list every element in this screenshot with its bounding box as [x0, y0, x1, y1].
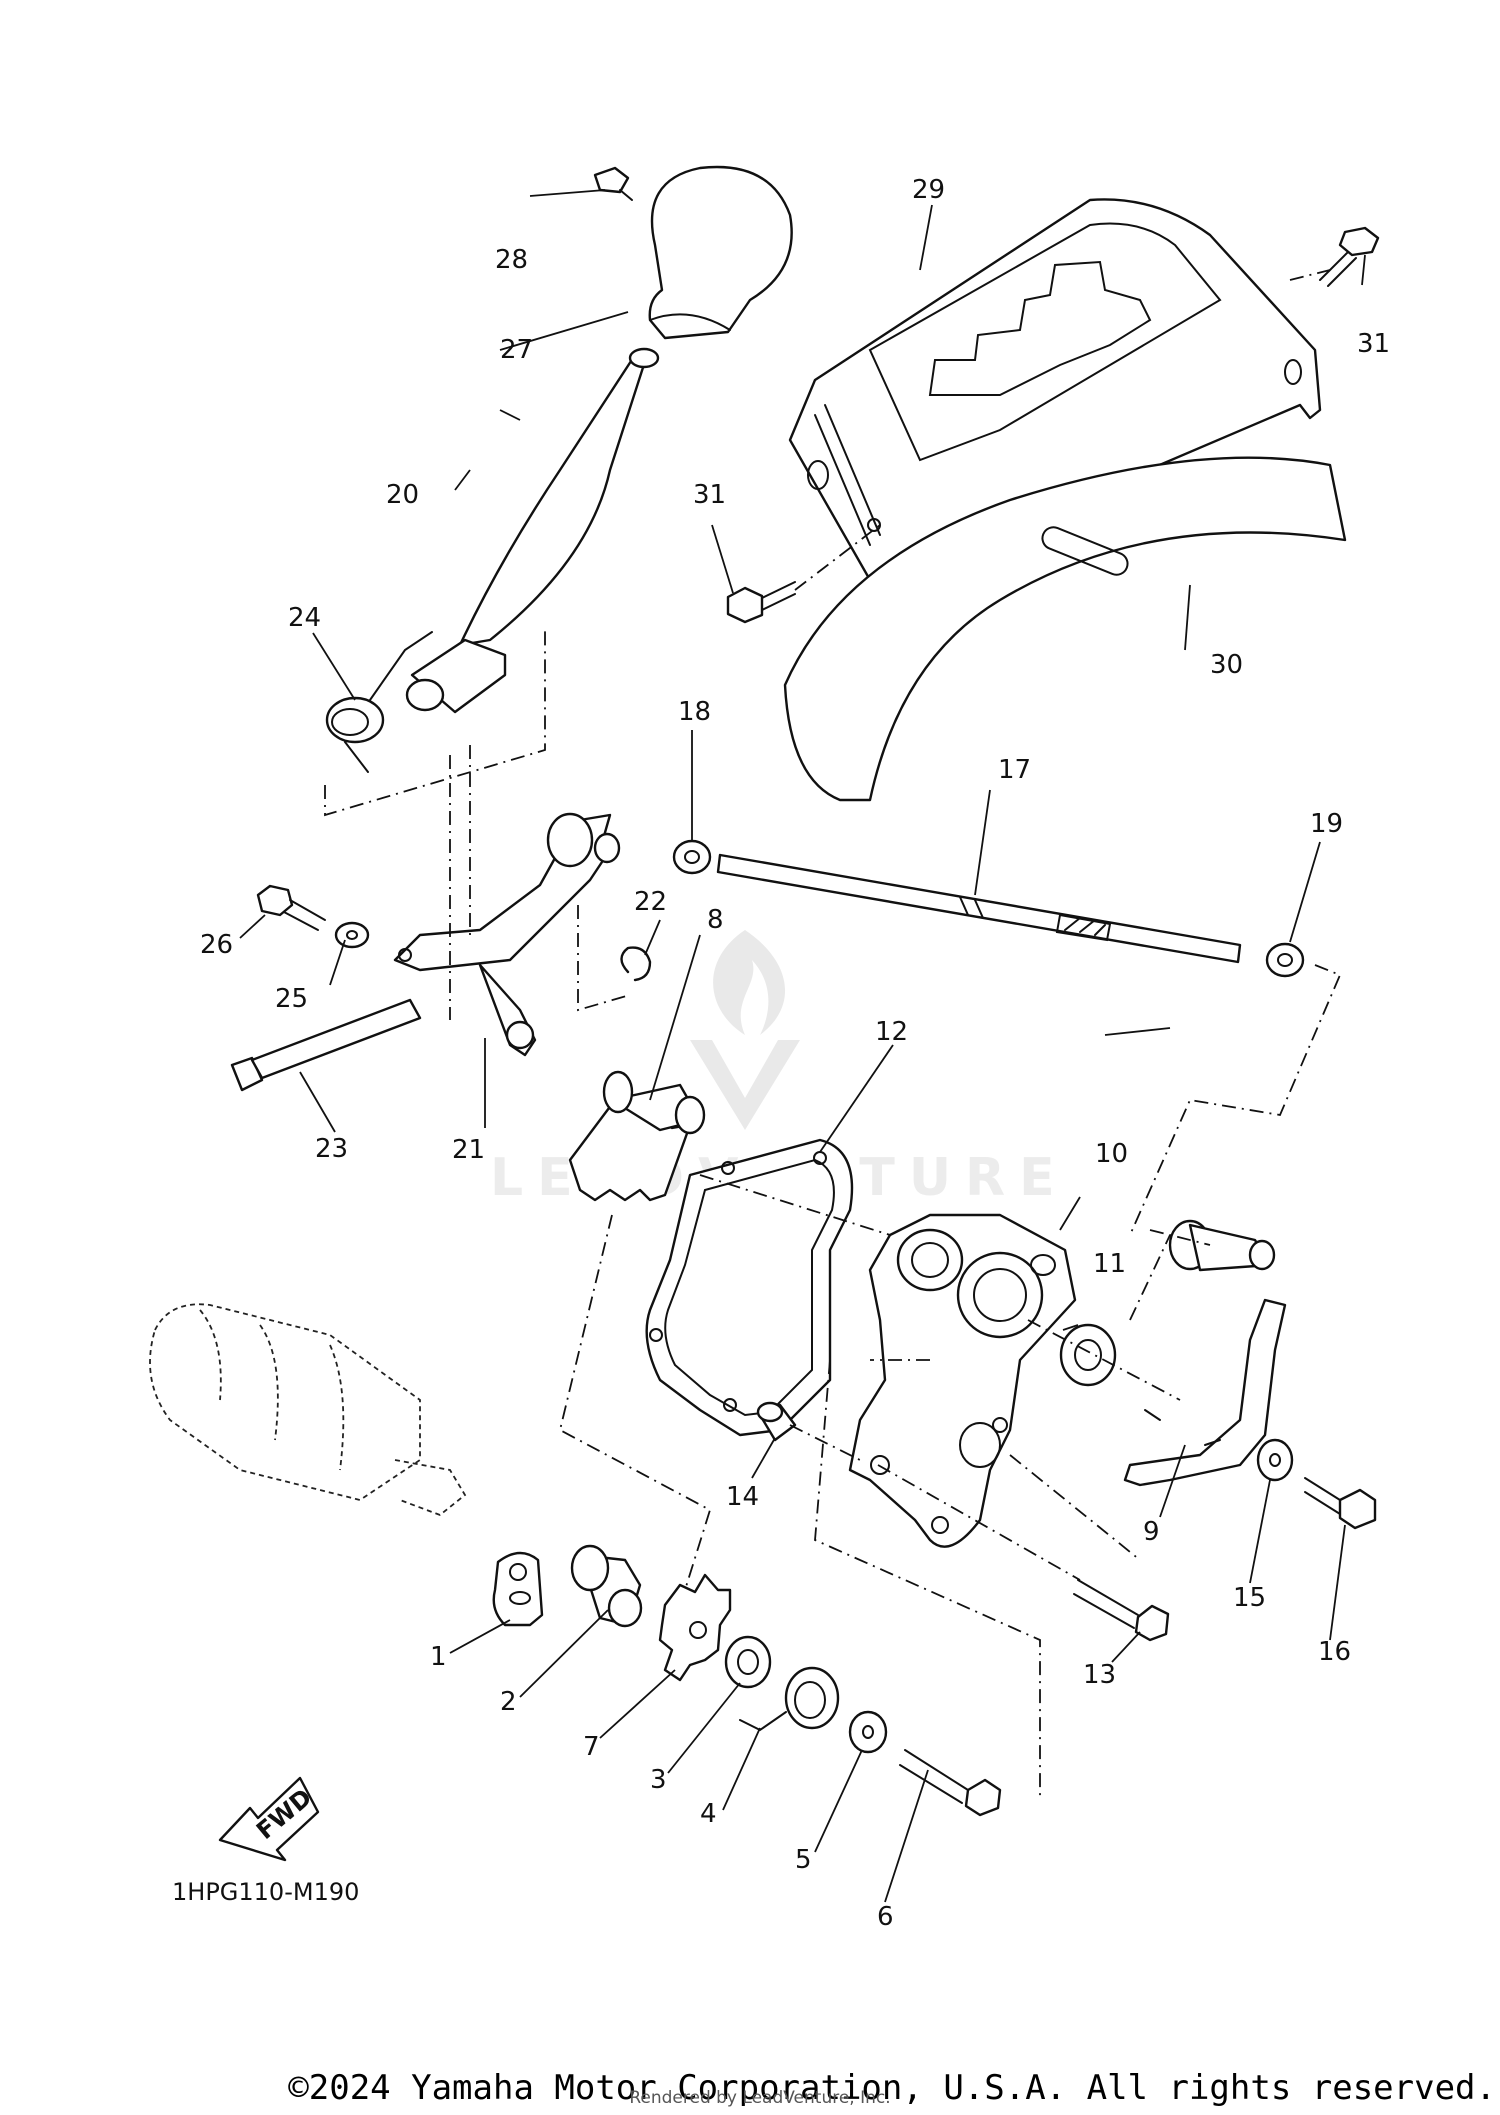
callout-31-right: 31 [1357, 329, 1390, 359]
callout-18: 18 [678, 697, 711, 727]
part-7-star-plate [658, 1573, 732, 1682]
fwd-arrow-icon: FWD [218, 1776, 320, 1862]
callout-22: 22 [634, 887, 667, 917]
callout-14: 14 [726, 1482, 759, 1512]
copyright-notice: ©2024 Yamaha Motor Corporation, U.S.A. A… [288, 2068, 1496, 2108]
part-20-shift-lever [405, 347, 660, 714]
part-25-washer [334, 921, 370, 949]
part-27-shift-knob [648, 165, 793, 340]
part-30-cover-panel [783, 456, 1347, 802]
part-17-shift-rod [716, 853, 1242, 964]
callout-17: 17 [998, 755, 1031, 785]
part-31-bolt-right [1319, 226, 1380, 287]
part-31-bolt-left [726, 581, 796, 624]
callout-19: 19 [1310, 809, 1343, 839]
callout-15: 15 [1233, 1583, 1266, 1613]
callout-2: 2 [500, 1687, 517, 1717]
rendered-by-notice: Rendered by LeadVenture, Inc. [629, 2088, 891, 2108]
part-13-bolt [1073, 1579, 1170, 1642]
part-11-oil-seal [1059, 1323, 1117, 1387]
callout-12: 12 [875, 1017, 908, 1047]
part-18-nut [672, 839, 712, 875]
part-29-shift-guide-cover [788, 198, 1322, 582]
part-1-stopper [492, 1551, 544, 1627]
part-5-washer [848, 1710, 888, 1754]
callout-13: 13 [1083, 1660, 1116, 1690]
callout-8: 8 [707, 905, 724, 935]
callout-labels: 1 2 3 4 5 6 7 8 9 10 11 12 13 14 15 16 1… [200, 175, 1390, 1932]
part-26-bolt [256, 884, 326, 931]
callout-27: 27 [500, 335, 533, 365]
callout-6: 6 [877, 1902, 894, 1932]
part-8-shift-segment [568, 1070, 706, 1202]
callout-4: 4 [700, 1799, 717, 1829]
callout-16: 16 [1318, 1637, 1351, 1667]
part-21-shift-arm [393, 812, 621, 1057]
part-10-housing [848, 1213, 1077, 1548]
callout-3: 3 [650, 1765, 667, 1795]
part-23-pin-bolt [230, 998, 422, 1092]
callout-25: 25 [275, 984, 308, 1014]
part-4-torsion-spring [739, 1666, 840, 1732]
part-22-circlip [620, 946, 652, 982]
part-28-screw [593, 166, 633, 201]
callout-29: 29 [912, 175, 945, 205]
callout-9: 9 [1143, 1517, 1160, 1547]
callout-28: 28 [495, 245, 528, 275]
callout-7: 7 [583, 1732, 600, 1762]
diagram-code: 1HPG110-M190 [172, 1878, 359, 1906]
callout-31-left: 31 [693, 480, 726, 510]
callout-leaders [239, 189, 1366, 1903]
part-9-shift-lever [1123, 1219, 1287, 1487]
callout-21: 21 [452, 1135, 485, 1165]
part-16-bolt [1304, 1477, 1377, 1530]
callout-11: 11 [1093, 1249, 1126, 1279]
callout-1: 1 [430, 1642, 447, 1672]
watermark-logo [690, 930, 800, 1130]
assembly-lines [324, 269, 1342, 1800]
part-3-washer [724, 1635, 772, 1689]
callout-24: 24 [288, 603, 321, 633]
shift-drum-reference [149, 1303, 467, 1517]
callout-26: 26 [200, 930, 233, 960]
part-24-spring [325, 631, 433, 773]
callout-23: 23 [315, 1134, 348, 1164]
part-15-washer [1256, 1438, 1294, 1482]
part-14-dowel-pin [756, 1401, 797, 1442]
part-19-nut [1265, 942, 1305, 978]
callout-20: 20 [386, 480, 419, 510]
callout-5: 5 [795, 1845, 812, 1875]
part-2-collar [570, 1544, 643, 1628]
callout-10: 10 [1095, 1139, 1128, 1169]
part-6-bolt [899, 1749, 1002, 1817]
callout-30: 30 [1210, 650, 1243, 680]
